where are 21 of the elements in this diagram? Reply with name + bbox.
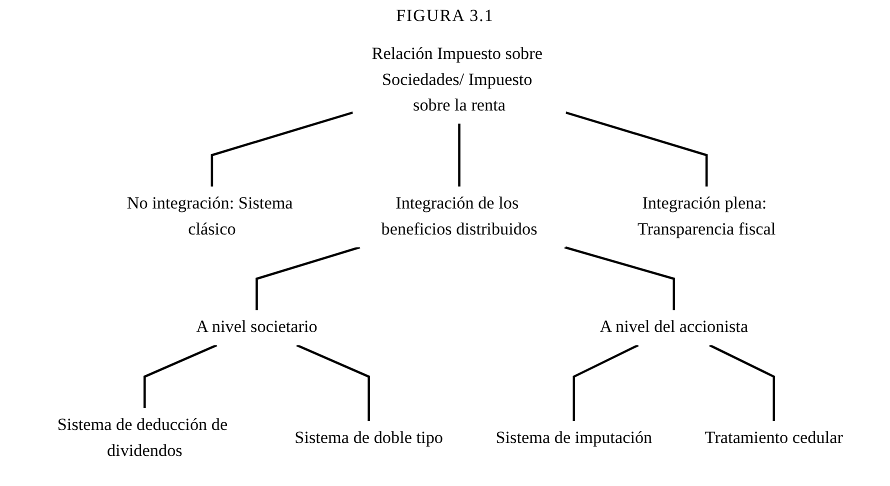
figure-title: FIGURA 3.1	[395, 6, 495, 27]
connector	[565, 111, 708, 187]
tree-diagram: Relación Impuesto sobre Sociedades/ Impuesto sobre la renta No integración: Sistema clásico Integración de los beneficios distribuidos Integración plena: Transparencia fiscal A nivel societario A nivel del accionista Sistema de deducción de dividendos Sistema de doble tipo Sistema de imputación Tratamiento cedular	[28, 28, 862, 478]
node-text: A nivel del accionista	[600, 318, 748, 337]
connector	[458, 124, 460, 187]
node-text: Relación Impuesto sobre Sociedades/ Impuesto sobre la renta	[372, 45, 542, 116]
connector	[708, 344, 775, 422]
connector	[296, 344, 370, 422]
node-text: Sistema de doble tipo	[294, 429, 443, 448]
node-text: Integración de los beneficios distribuidos	[381, 194, 538, 239]
connector	[572, 344, 639, 422]
connector	[564, 246, 675, 310]
connector	[255, 246, 360, 310]
node-text: Integración plena: Transparencia fiscal	[637, 194, 776, 239]
connector	[143, 344, 218, 408]
node-text: No integración: Sistema clásico	[126, 194, 293, 239]
node-text: Tratamiento cedular	[704, 429, 843, 448]
node-text: Sistema de deducción de dividendos	[57, 416, 228, 460]
node-text: Sistema de imputación	[496, 429, 652, 448]
connector	[210, 111, 353, 187]
node-text: A nivel societario	[196, 318, 318, 337]
